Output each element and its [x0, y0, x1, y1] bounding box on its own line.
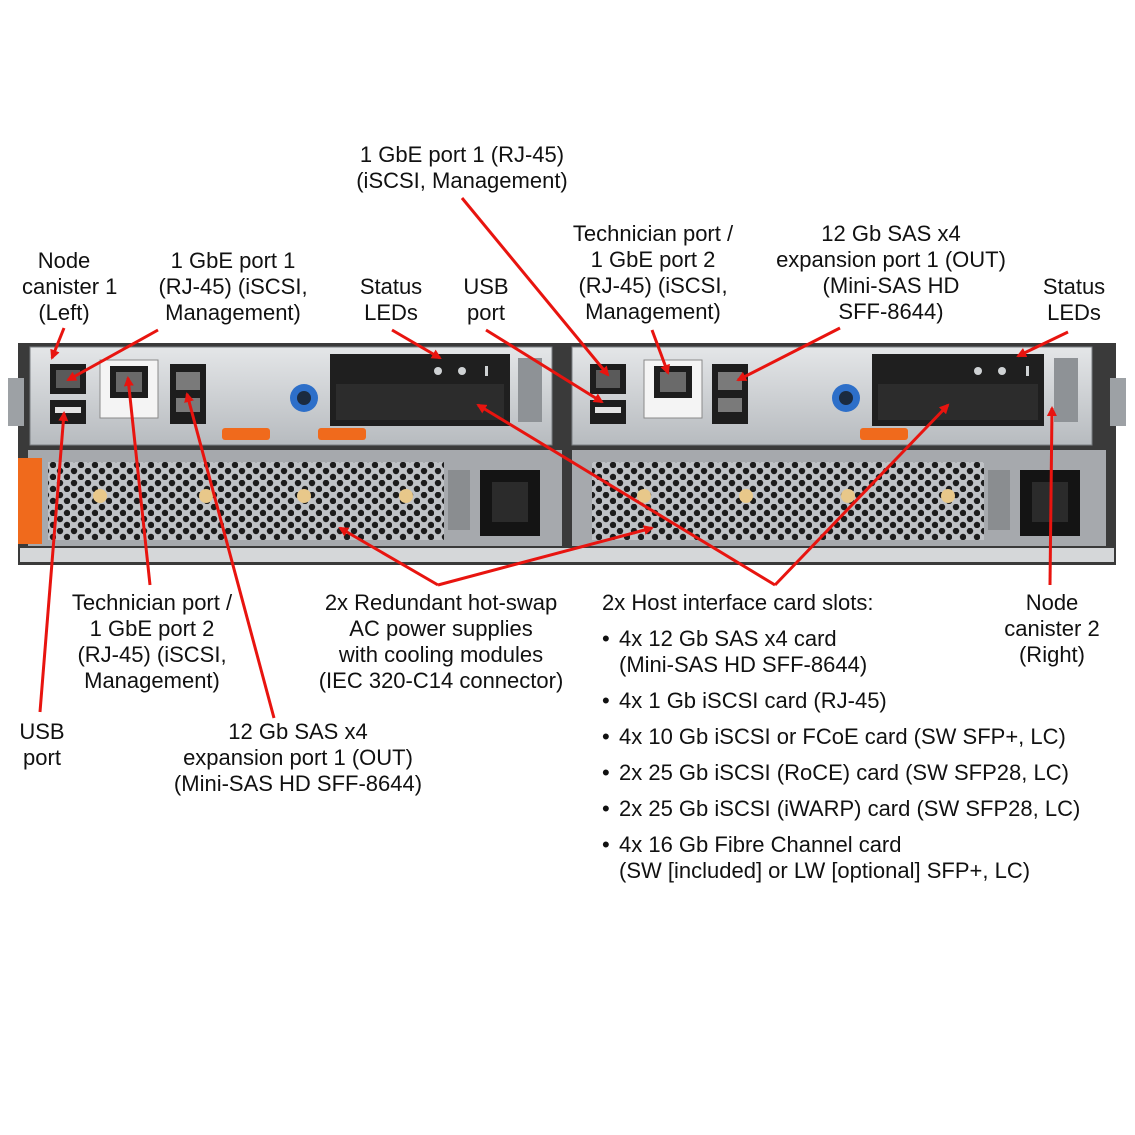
node-canister-2 [571, 346, 1093, 446]
node-canister-1 [29, 346, 553, 446]
label-sas-port-right: 12 Gb SAS x4 expansion port 1 (OUT) (Min… [776, 221, 1006, 324]
label-gbe-port1-left: 1 GbE port 1 (RJ-45) (iSCSI, Management) [158, 248, 308, 325]
label-status-leds-right: Status LEDs [1042, 274, 1106, 325]
power-supply-right [572, 450, 1106, 546]
host-interface-title: 2x Host interface card slots: [602, 590, 874, 615]
status-leds-right [974, 366, 1029, 376]
list-item: 2x 25 Gb iSCSI (iWARP) card (SW SFP28, L… [602, 796, 1080, 822]
usb-port-right[interactable] [590, 400, 626, 424]
psu-handle-left[interactable] [18, 458, 42, 544]
label-node-canister-1: Node canister 1 (Left) [22, 248, 118, 325]
list-item: 2x 25 Gb iSCSI (RoCE) card (SW SFP28, LC… [602, 760, 1080, 786]
list-item: 4x 10 Gb iSCSI or FCoE card (SW SFP+, LC… [602, 724, 1080, 750]
release-tab-right-1[interactable] [860, 428, 908, 440]
usb-port-left[interactable] [50, 400, 86, 424]
canister-latch-right[interactable] [1054, 358, 1078, 422]
management-port-1[interactable] [50, 364, 86, 394]
label-usb-port-bottom: USB port [19, 719, 65, 770]
list-item: 4x 12 Gb SAS x4 card (Mini-SAS HD SFF-86… [602, 626, 1080, 678]
label-sas-port-left: 12 Gb SAS x4 expansion port 1 (OUT) (Min… [173, 719, 423, 796]
host-interface-items: 4x 12 Gb SAS x4 card (Mini-SAS HD SFF-86… [602, 626, 1080, 884]
technician-port-left[interactable] [99, 359, 159, 419]
list-item: 4x 16 Gb Fibre Channel card (SW [include… [602, 832, 1080, 884]
sas-expansion-port-right[interactable] [712, 364, 748, 424]
label-gbe-port1-top: 1 GbE port 1 (RJ-45) (iSCSI, Management) [356, 142, 568, 193]
label-usb-port-top: USB port [463, 274, 509, 325]
management-port-2[interactable] [590, 364, 626, 394]
label-status-leds-left: Status LEDs [359, 274, 423, 325]
label-tech-port-right: Technician port / 1 GbE port 2 (RJ-45) (… [572, 221, 734, 324]
technician-port-right[interactable] [643, 359, 703, 419]
list-item: 4x 1 Gb iSCSI card (RJ-45) [602, 688, 1080, 714]
sas-expansion-port-left[interactable] [170, 364, 206, 424]
host-interface-card-list: 2x Host interface card slots: 4x 12 Gb S… [602, 590, 1080, 894]
label-tech-port-left: Technician port / 1 GbE port 2 (RJ-45) (… [71, 590, 233, 693]
canister-latch-left[interactable] [518, 358, 542, 422]
label-power-supplies: 2x Redundant hot-swap AC power supplies … [318, 590, 564, 693]
release-tab-left-2[interactable] [318, 428, 366, 440]
power-supply-left [18, 450, 562, 546]
release-tab-left-1[interactable] [222, 428, 270, 440]
